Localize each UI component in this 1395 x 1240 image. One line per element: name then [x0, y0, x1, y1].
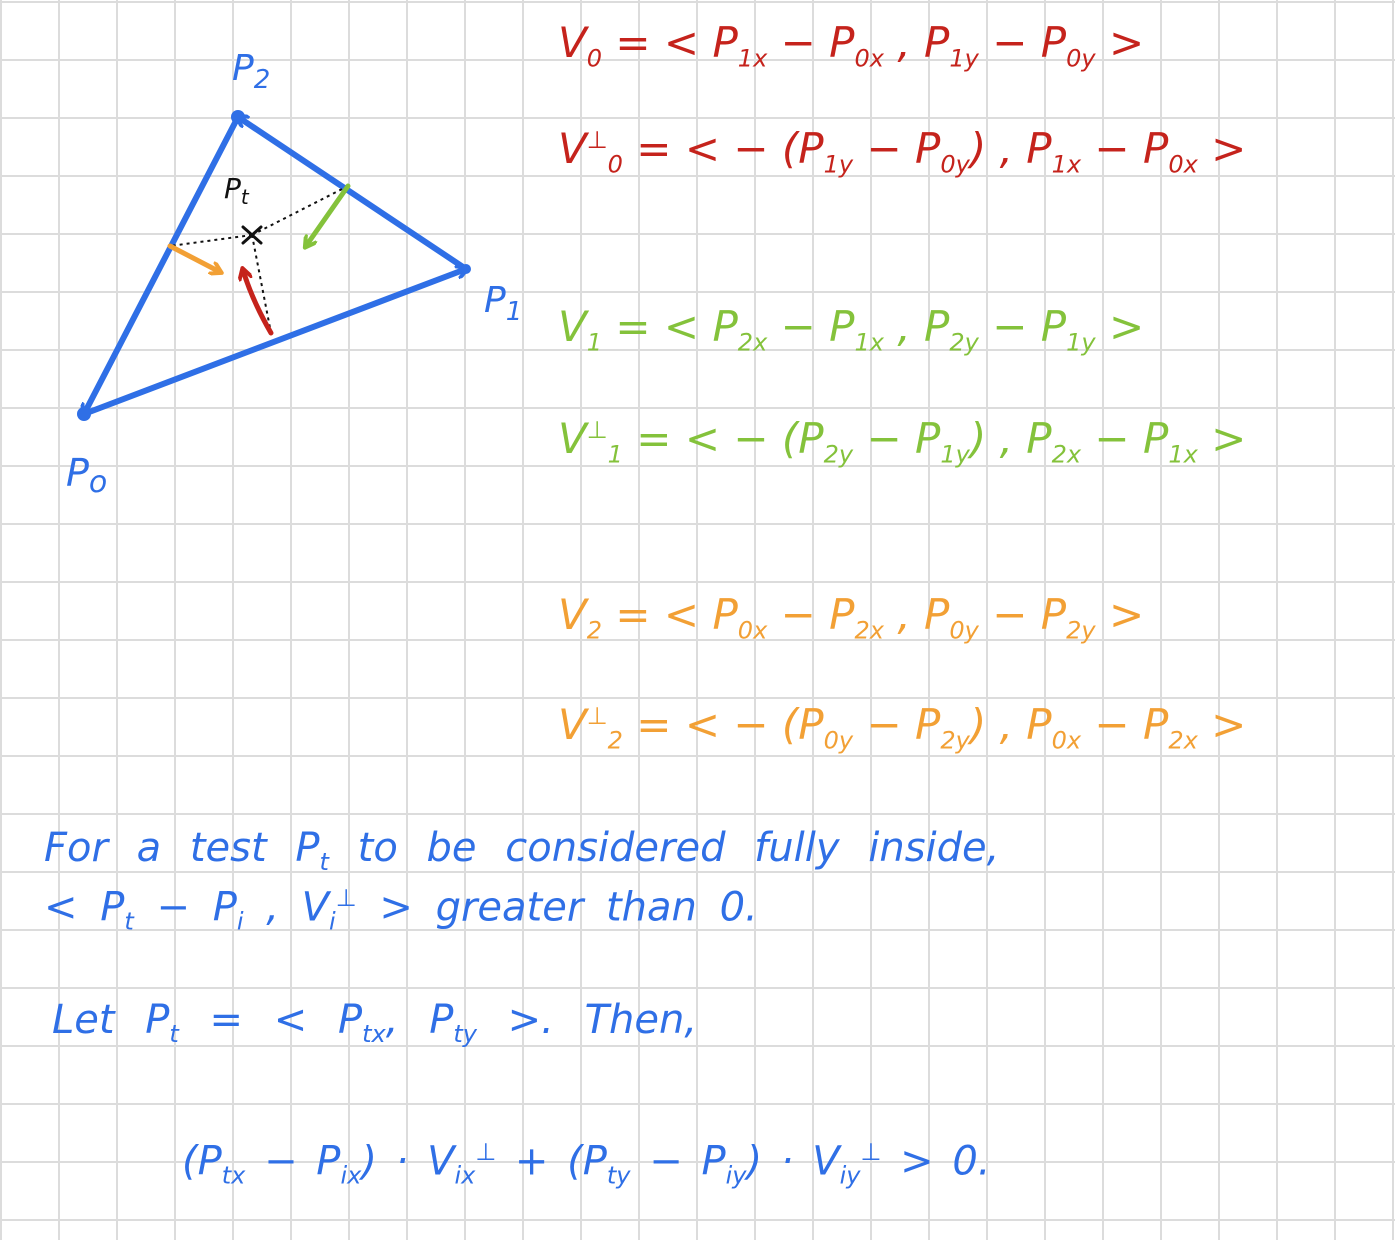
text-condition-line2: < Pt − Pi , Vi⊥ > greater than 0.: [44, 884, 758, 936]
equation-v2-rhs: = < P0x − P2x , P0y − P2y >: [615, 590, 1145, 645]
normal-arrow-v0: [243, 270, 274, 336]
dotted-line-to-p0p2: [169, 234, 253, 247]
label-pt: Pt: [224, 172, 250, 209]
equation-v0-perp-rhs: = < − (P1y − P0y) , P1x − P0x >: [636, 124, 1247, 179]
normal-arrow-v1: [306, 183, 351, 246]
vertex-p1: [461, 264, 471, 274]
vertex-p0: [77, 407, 91, 421]
equation-v0-perp-lhs: V⊥0: [558, 124, 623, 179]
equation-v1-perp: V⊥1 = < − (P2y − P1y) , P2x − P1x >: [558, 418, 1246, 467]
label-p0: Po: [66, 451, 107, 500]
equation-v0: V0 = < P1x − P0x , P1y − P0y >: [558, 22, 1144, 71]
edge-p1-p2: [238, 117, 469, 272]
equation-v2-perp-rhs: = < − (P0y − P2y) , P0x − P2x >: [636, 700, 1247, 755]
equation-v2-lhs: V2: [558, 590, 603, 645]
dotted-line-to-p0p1: [251, 234, 272, 334]
test-point-marker: [241, 225, 263, 245]
vertex-p2: [231, 110, 245, 124]
normal-arrow-v2: [167, 243, 220, 272]
text-let-line: Let Pt = < Ptx, Pty >. Then,: [52, 997, 698, 1048]
equation-v1: V1 = < P2x − P1x , P2y − P1y >: [558, 306, 1144, 355]
equation-v1-perp-rhs: = < − (P2y − P1y) , P2x − P1x >: [636, 414, 1247, 469]
equation-v0-rhs: = < P1x − P0x , P1y − P0y >: [615, 18, 1145, 73]
edge-p0-p1: [81, 269, 466, 417]
equation-v2-perp: V⊥2 = < − (P0y − P2y) , P0x − P2x >: [558, 704, 1246, 753]
equation-v1-rhs: = < P2x − P1x , P2y − P1y >: [615, 302, 1145, 357]
equation-v0-perp: V⊥0 = < − (P1y − P0y) , P1x − P0x >: [558, 128, 1246, 177]
label-p2: P2: [232, 48, 270, 95]
text-condition-line1: For a test Pt to be considered fully ins…: [44, 825, 1000, 876]
equation-v0-lhs: V0: [558, 18, 603, 73]
equation-v1-perp-lhs: V⊥1: [558, 414, 623, 469]
edge-p2-p0: [84, 114, 241, 414]
label-p1: P1: [484, 280, 522, 327]
equation-v2: V2 = < P0x − P2x , P0y − P2y >: [558, 594, 1144, 643]
equation-v2-perp-lhs: V⊥2: [558, 700, 623, 755]
triangle-diagram: P2 P1 Po Pt: [66, 48, 522, 500]
equation-v1-lhs: V1: [558, 302, 603, 357]
text-final-inequality: (Ptx − Pix) · Vix⊥ + (Pty − Piy) · Viy⊥ …: [182, 1138, 991, 1190]
